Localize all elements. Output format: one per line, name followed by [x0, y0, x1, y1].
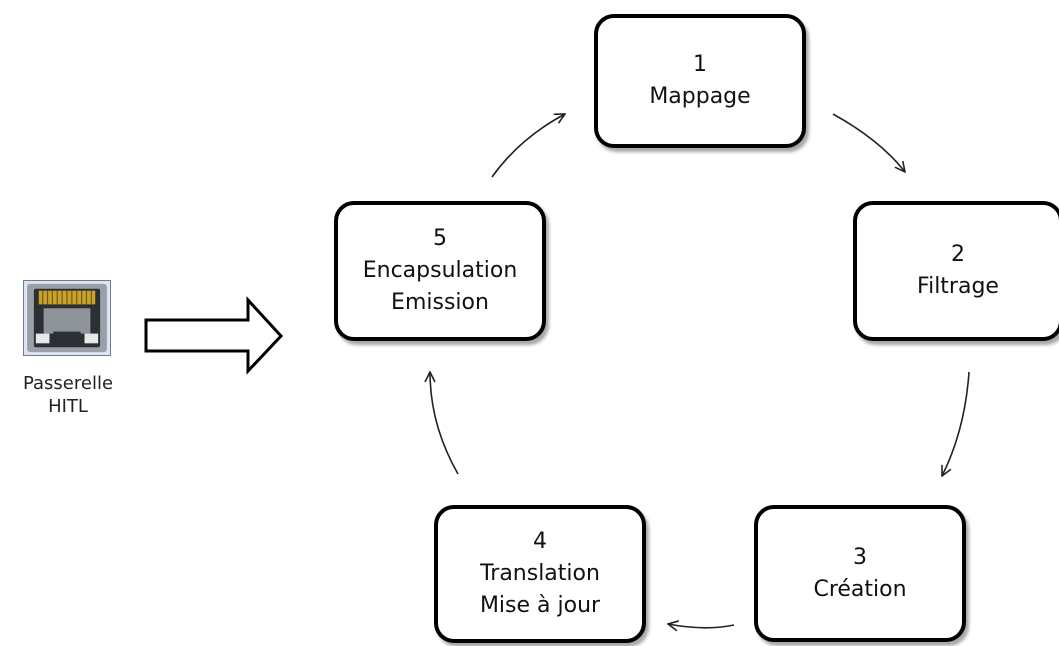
step-label: Filtrage — [917, 274, 999, 299]
step-number: 1 — [693, 52, 707, 78]
step-number: 2 — [951, 242, 965, 268]
step-number: 5 — [433, 226, 447, 252]
gateway-label-line1: Passerelle — [22, 373, 114, 394]
step-label: Encapsulation — [362, 258, 518, 284]
step-label: Création — [813, 576, 907, 602]
arrow-2-to-3 — [942, 371, 970, 476]
step-label: Mappage — [649, 84, 751, 109]
arrow-4-to-5 — [430, 372, 459, 475]
arrow-3-to-4 — [668, 624, 735, 628]
arrow-5-to-1 — [491, 114, 565, 178]
arrow-1-to-2 — [832, 113, 905, 172]
step-box-translation: 4 Translation Mise à jour — [434, 505, 646, 643]
step-box-mappage: 1 Mappage — [594, 14, 806, 148]
step-number: 3 — [853, 544, 867, 570]
ethernet-port-icon — [23, 280, 111, 356]
step-label: Translation — [480, 561, 600, 587]
gateway-label-line2: HITL — [48, 396, 88, 418]
step-box-creation: 3 Création — [754, 505, 966, 642]
step-box-encapsulation: 5 Encapsulation Emission — [334, 201, 546, 341]
step-number: 4 — [533, 529, 547, 555]
step-box-filtrage: 2 Filtrage — [853, 201, 1059, 341]
gateway-label: Passerelle HITL — [0, 372, 136, 419]
input-arrow — [144, 296, 284, 375]
step-sublabel: Emission — [391, 289, 489, 315]
step-sublabel: Mise à jour — [479, 592, 601, 618]
